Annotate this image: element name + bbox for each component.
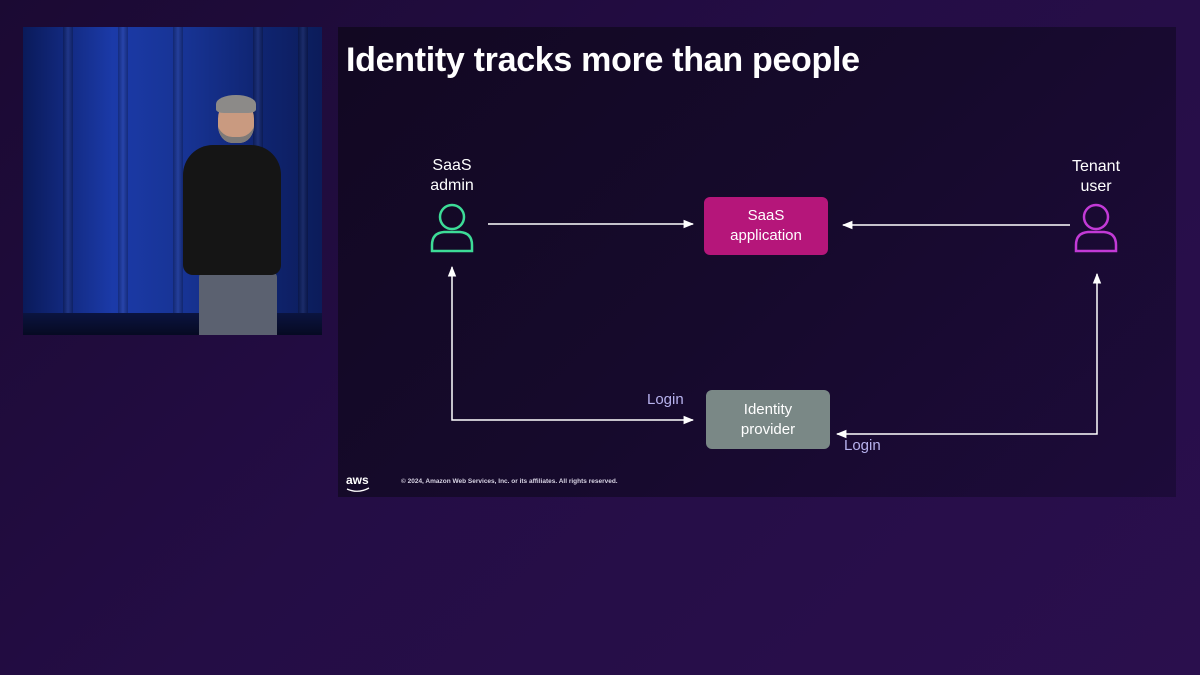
speaker-legs — [199, 273, 277, 335]
identity-provider-box: Identity provider — [706, 390, 830, 449]
curtain-fold — [118, 27, 128, 335]
stage-floor — [23, 313, 322, 335]
speaker-video — [23, 27, 322, 335]
arrow-user-provider-login — [835, 272, 1102, 439]
tenant-user-label-line1: Tenant — [1071, 158, 1121, 175]
curtain-fold — [63, 27, 73, 335]
aws-logo: aws — [346, 473, 369, 487]
presentation-slide: Identity tracks more than people SaaS ad… — [338, 27, 1176, 497]
saas-admin-label-line2: admin — [430, 177, 474, 194]
curtain-fold — [298, 27, 308, 335]
saas-admin-label-line1: SaaS — [432, 157, 472, 174]
login-label-admin: Login — [647, 391, 684, 408]
tenant-user-label: Tenant user — [1036, 157, 1156, 197]
arrow-admin-provider-login — [447, 265, 695, 425]
copyright-notice: © 2024, Amazon Web Services, Inc. or its… — [401, 478, 618, 485]
person-icon — [430, 203, 474, 253]
saas-application-label-line1: SaaS — [747, 207, 785, 224]
aws-logo-smile — [346, 487, 370, 492]
identity-provider-label-line2: provider — [740, 420, 796, 438]
saas-application-box: SaaS application — [704, 197, 828, 255]
saas-application-label-line2: application — [730, 227, 802, 244]
curtain-fold — [173, 27, 183, 335]
person-icon — [1074, 203, 1118, 253]
speaker-body — [183, 145, 281, 275]
saas-admin-label: SaaS admin — [392, 156, 512, 196]
login-label-user: Login — [844, 437, 881, 454]
tenant-user-label-line2: user — [1080, 178, 1112, 195]
speaker-hair — [216, 95, 256, 113]
diagram-arrows — [430, 203, 1118, 439]
slide-title: Identity tracks more than people — [346, 41, 860, 79]
identity-provider-label-line1: Identity — [743, 400, 793, 418]
